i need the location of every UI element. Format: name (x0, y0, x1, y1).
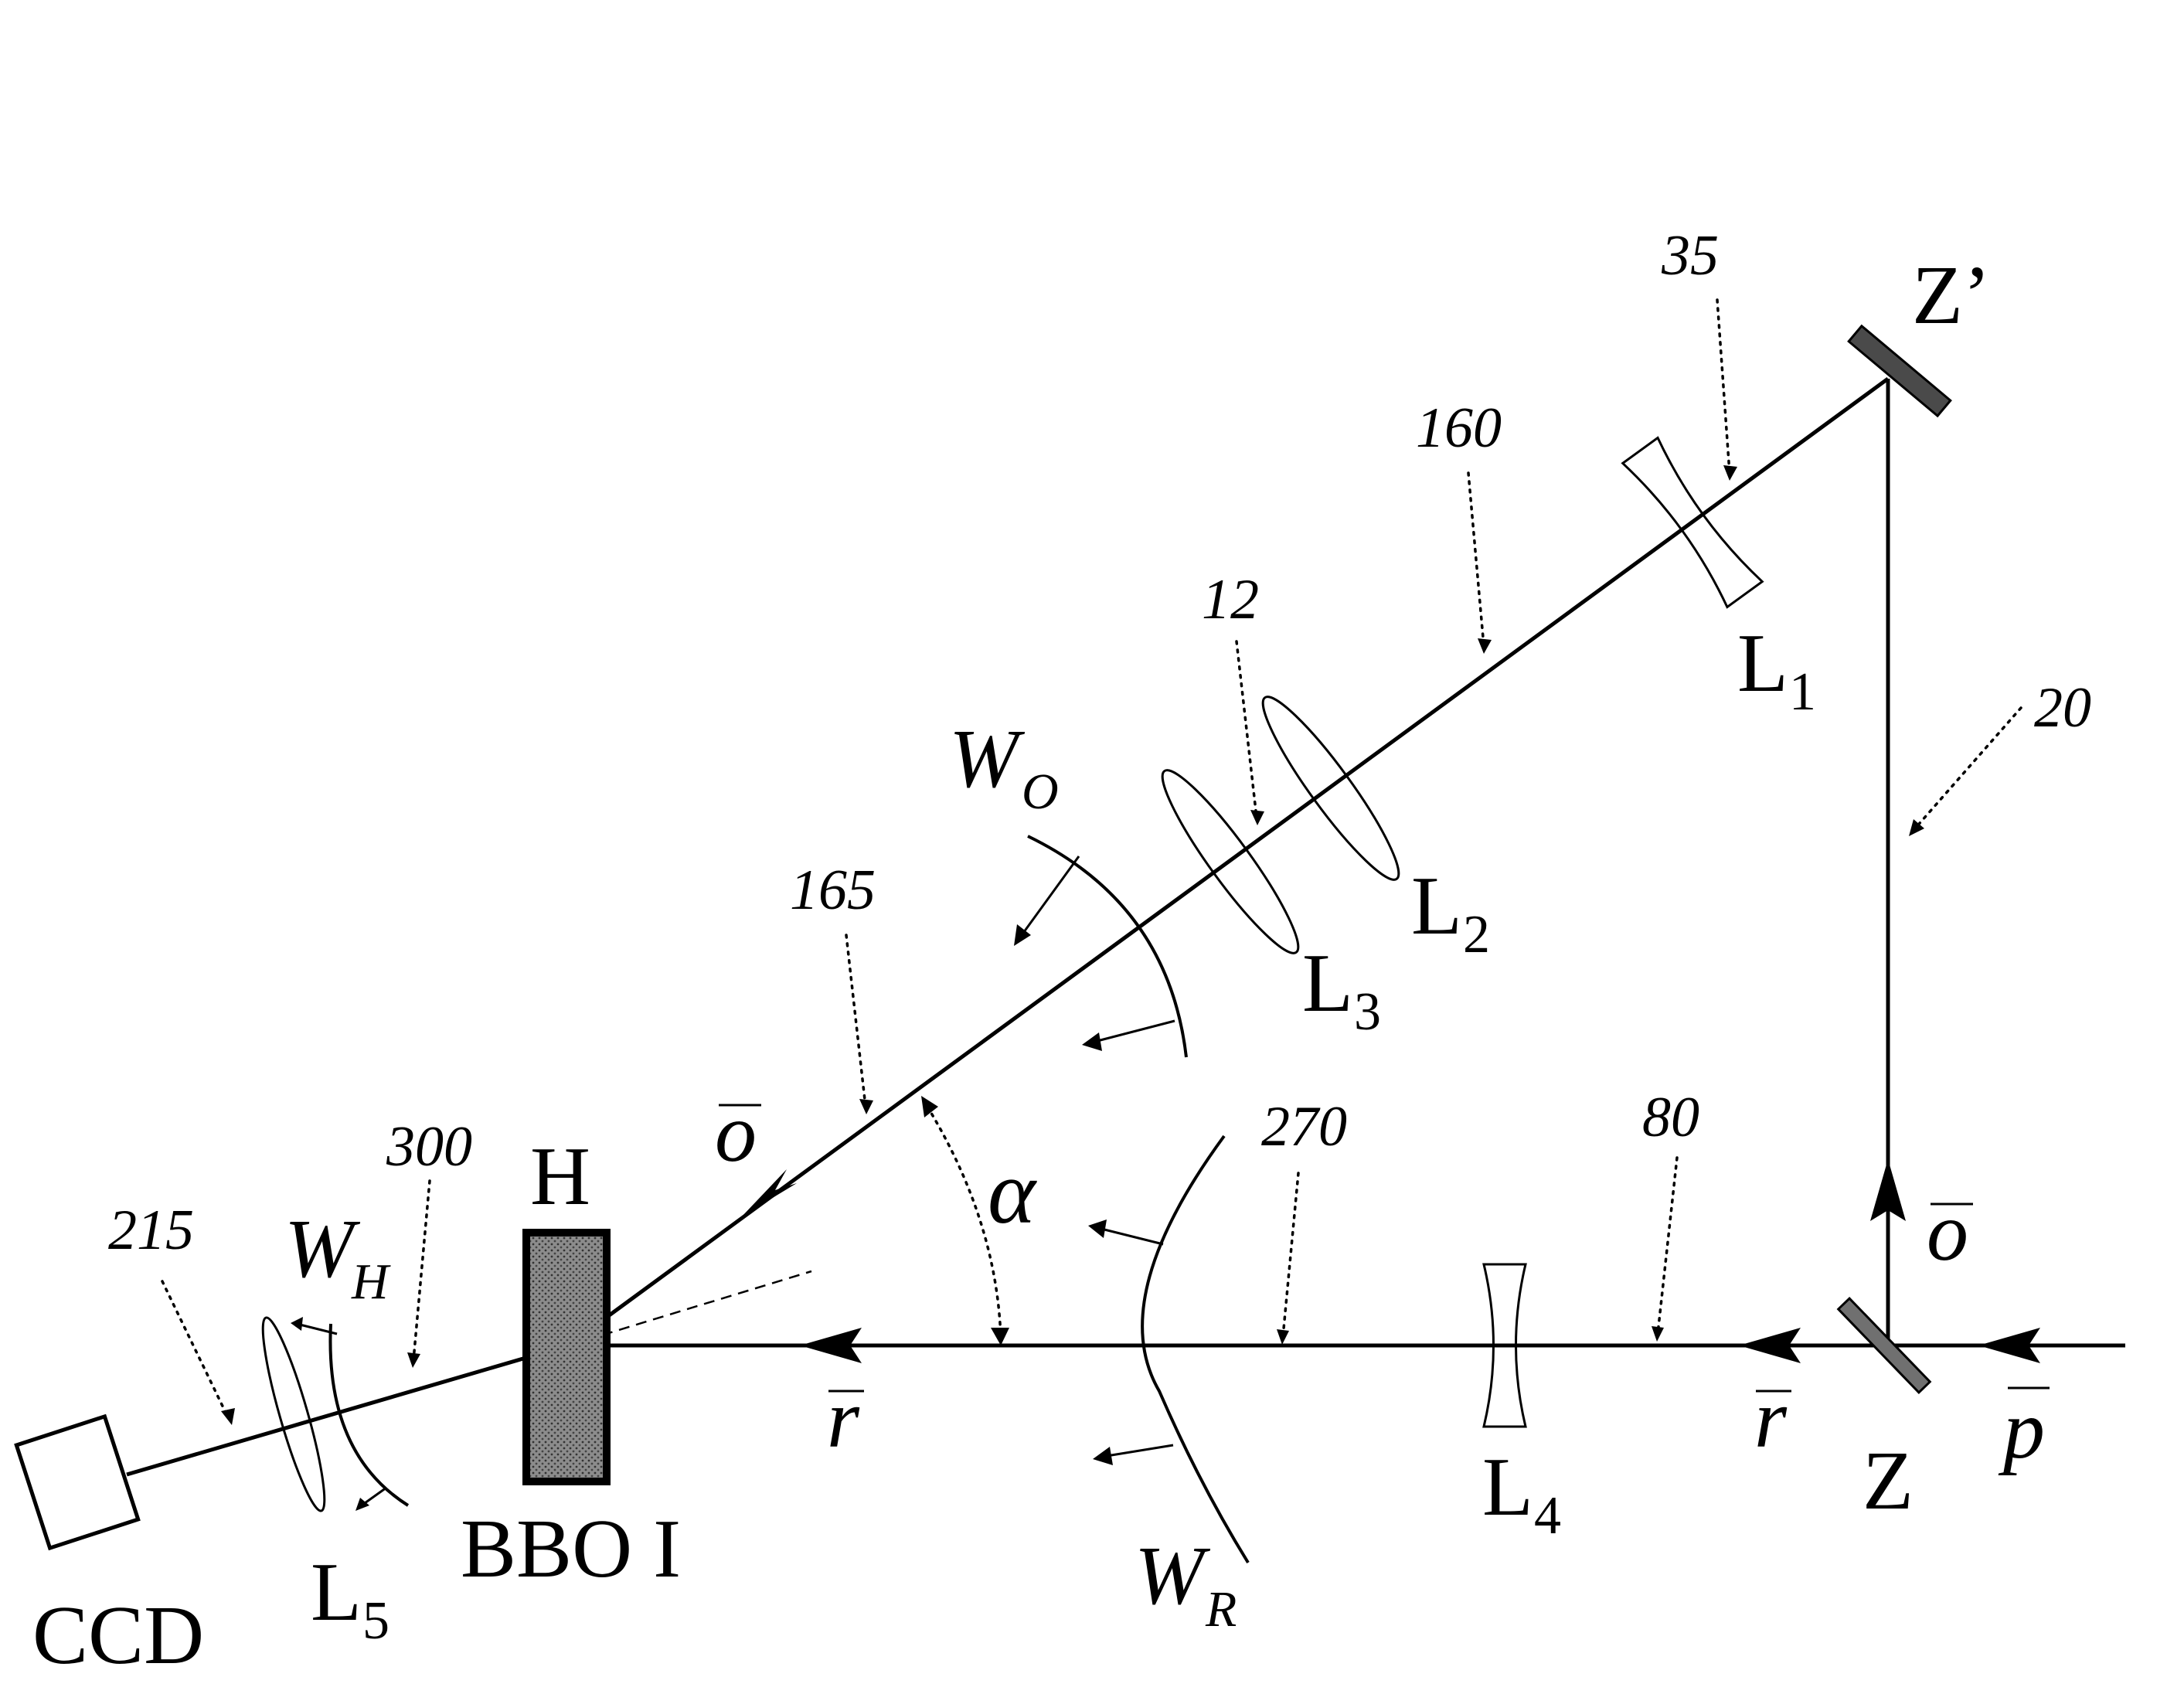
ref-160: 160 (1416, 396, 1502, 460)
svg-text:o: o (1927, 1186, 1968, 1278)
label-l3: L 3 (1302, 937, 1381, 1042)
label-l5: L 5 (311, 1546, 390, 1651)
arrow-r-right (1739, 1328, 1801, 1363)
wavefront-wh (328, 1323, 410, 1507)
label-z-prime: Z’ (1912, 250, 1991, 342)
label-p: p (1998, 1384, 2050, 1476)
label-h: H (530, 1131, 590, 1223)
arrow-r-left (800, 1328, 862, 1363)
mirror-z (1836, 1296, 1932, 1395)
svg-text:W: W (1135, 1530, 1211, 1622)
ref-35: 35 (1661, 224, 1719, 287)
svg-text:L: L (311, 1546, 362, 1638)
label-l1: L 1 (1737, 617, 1816, 722)
ref-20: 20 (2034, 676, 2091, 740)
lens-l3 (1161, 769, 1300, 954)
label-wr: W R (1135, 1530, 1237, 1638)
arrow-p (1978, 1328, 2040, 1363)
lens-l1 (1621, 436, 1764, 609)
svg-text:p: p (1998, 1384, 2045, 1476)
lens-l4 (1482, 1263, 1527, 1428)
label-ccd: CCD (32, 1590, 204, 1682)
svg-text:H: H (351, 1253, 391, 1310)
svg-text:R: R (1205, 1581, 1237, 1638)
svg-text:1: 1 (1789, 662, 1816, 722)
arrow-o-diagonal (742, 1169, 797, 1216)
object-beam-line (566, 376, 1890, 1348)
label-o-vertical: o (1927, 1186, 1973, 1278)
ref-300: 300 (386, 1115, 472, 1179)
ref-270: 270 (1261, 1095, 1347, 1158)
svg-text:r: r (827, 1373, 860, 1465)
arrow-o-vertical (1870, 1159, 1906, 1221)
output-beam-line (126, 1343, 569, 1477)
mirror-z-prime (1847, 324, 1952, 418)
svg-text:L: L (1482, 1441, 1533, 1533)
label-r-left: r (827, 1373, 864, 1465)
bbo-crystal (522, 1229, 611, 1485)
ref-215: 215 (108, 1199, 194, 1262)
label-bbo: BBO I (461, 1503, 681, 1595)
svg-text:3: 3 (1354, 982, 1381, 1042)
lens-l2 (1261, 696, 1400, 881)
svg-text:W: W (284, 1203, 361, 1295)
svg-text:o: o (715, 1087, 757, 1179)
svg-text:L: L (1737, 617, 1788, 709)
lens-l5 (261, 1316, 326, 1512)
svg-text:W: W (949, 713, 1026, 805)
label-l2: L 2 (1411, 860, 1490, 964)
svg-text:L: L (1411, 860, 1462, 952)
label-z: Z (1863, 1435, 1914, 1527)
ref-165: 165 (790, 859, 876, 922)
alpha-angle-arc (926, 1105, 1002, 1340)
label-o-diagonal: o (715, 1087, 761, 1179)
svg-text:4: 4 (1534, 1486, 1561, 1546)
label-wh: W H (284, 1203, 391, 1310)
wavefront-wr (1141, 1134, 1250, 1564)
svg-text:2: 2 (1463, 905, 1490, 964)
wavefront-wo (1027, 835, 1188, 1058)
label-l4: L 4 (1482, 1441, 1561, 1546)
ccd-detector (14, 1413, 141, 1551)
label-wo: W O (949, 713, 1059, 820)
ref-12: 12 (1202, 568, 1259, 631)
label-r-right: r (1754, 1373, 1791, 1465)
svg-text:r: r (1754, 1373, 1788, 1465)
label-alpha: α (988, 1141, 1037, 1243)
svg-text:L: L (1302, 937, 1353, 1029)
svg-text:5: 5 (362, 1591, 390, 1651)
svg-text:O: O (1022, 764, 1059, 820)
ref-80: 80 (1642, 1086, 1699, 1149)
